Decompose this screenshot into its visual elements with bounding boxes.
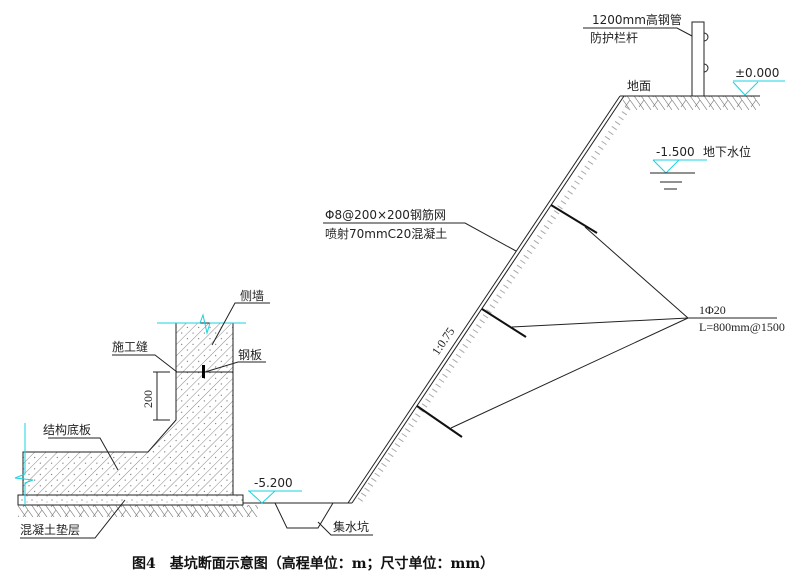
anchor-label-1: 1Φ20 — [699, 303, 726, 317]
bottom-elevation-marker — [248, 490, 302, 504]
sump-pit — [274, 502, 334, 529]
soil-nails — [416, 204, 777, 438]
ground-label: 地面 — [627, 79, 651, 93]
dimension-200-label: 200 — [141, 390, 155, 408]
sump-leader — [317, 521, 373, 536]
groundwater-marker — [650, 159, 707, 190]
mesh-leader — [323, 222, 517, 252]
steel-plate-leader — [204, 361, 266, 373]
ground-surface — [620, 95, 760, 110]
groundwater-elevation: -1.500 — [656, 145, 695, 159]
railing-post — [583, 21, 709, 97]
ground-elevation: ±0.000 — [735, 66, 779, 80]
railing-label-1: 1200mm高钢管 — [592, 12, 682, 27]
side-wall-leader — [211, 302, 270, 346]
wall-and-slab — [22, 322, 234, 496]
railing-label-2: 防护栏杆 — [590, 30, 638, 45]
slope-face — [347, 95, 633, 504]
steel-plate-label: 钢板 — [238, 348, 262, 362]
joint-leader — [112, 354, 178, 373]
sump-label: 集水坑 — [333, 519, 369, 534]
side-wall-label: 侧墙 — [240, 289, 264, 303]
mesh-label-2: 喷射70mmC20混凝土 — [325, 226, 447, 241]
steel-plate — [202, 365, 205, 378]
bottom-elevation: -5.200 — [254, 476, 293, 490]
break-line-top — [157, 313, 246, 335]
figure-caption: 图4 基坑断面示意图（高程单位：m；尺寸单位：mm） — [132, 555, 494, 572]
concrete-structure — [14, 313, 246, 506]
anchor-label-2: L=800mm@1500 — [699, 320, 785, 334]
base-slab-label: 结构底板 — [43, 422, 91, 437]
cushion-label: 混凝土垫层 — [20, 522, 80, 537]
base-slab-leader — [48, 437, 119, 471]
pit-bottom — [18, 502, 352, 529]
cushion-leader — [20, 499, 126, 539]
ground-elevation-marker — [732, 80, 785, 96]
slope-ratio: 1:0.75 — [429, 325, 458, 358]
construction-joint-label: 施工缝 — [112, 339, 148, 354]
dimension-200 — [153, 371, 170, 421]
mesh-label-1: Φ8@200×200钢筋网 — [325, 207, 446, 222]
concrete-cushion — [17, 494, 244, 506]
groundwater-label: 地下水位 — [703, 144, 751, 159]
break-line-left — [14, 423, 34, 505]
